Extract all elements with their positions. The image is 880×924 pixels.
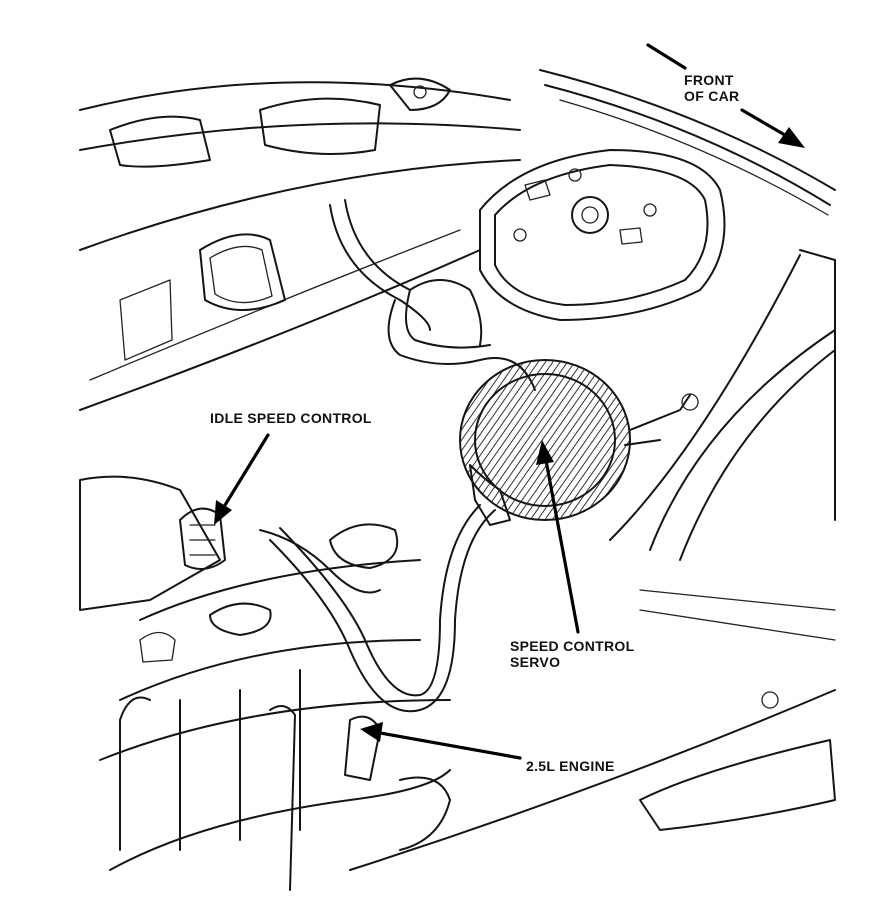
engine-block bbox=[79, 475, 451, 891]
fender-outline bbox=[539, 69, 836, 641]
speed-control-servo-label: SPEED CONTROL SERVO bbox=[510, 638, 634, 670]
firewall-panel bbox=[79, 77, 521, 411]
speed-control-servo bbox=[459, 359, 699, 526]
idle-speed-control-leader bbox=[214, 433, 270, 525]
engine-leader bbox=[360, 722, 522, 760]
speed-control-servo-line1: SPEED CONTROL bbox=[510, 638, 635, 654]
speed-control-servo-line2: SERVO bbox=[510, 654, 561, 670]
engine-label: 2.5L ENGINE bbox=[526, 758, 615, 774]
front-of-car-arrow bbox=[646, 43, 805, 148]
idle-speed-control-label: IDLE SPEED CONTROL bbox=[210, 410, 372, 426]
idle-speed-control-unit bbox=[179, 507, 226, 570]
front-of-car-line1: FRONT bbox=[684, 72, 734, 88]
vacuum-hoses bbox=[259, 199, 536, 713]
front-of-car-label: FRONT OF CAR bbox=[684, 72, 764, 104]
inner-fender bbox=[349, 689, 836, 871]
front-of-car-line2: OF CAR bbox=[684, 88, 740, 104]
strut-tower bbox=[479, 149, 726, 321]
speed-control-servo-leader bbox=[536, 440, 580, 634]
